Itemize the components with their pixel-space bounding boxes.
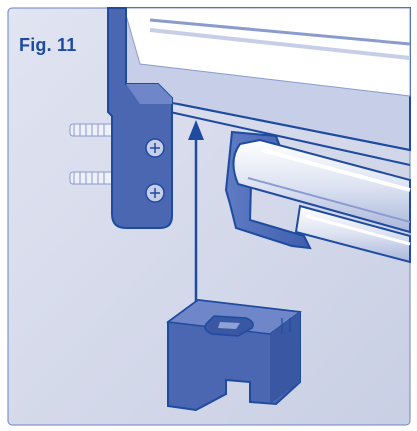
screw-icon: [145, 138, 165, 158]
lower-rail: [232, 138, 411, 234]
bottom-rail: [294, 204, 411, 264]
figure-label: Fig. 11: [19, 35, 77, 55]
loose-clip: [166, 298, 302, 412]
screw-icon: [145, 183, 165, 203]
arrow-up-icon: [188, 120, 204, 308]
wall-plug-lower: [69, 171, 119, 185]
side-bracket: [107, 7, 173, 229]
wall-plug-upper: [69, 123, 119, 137]
